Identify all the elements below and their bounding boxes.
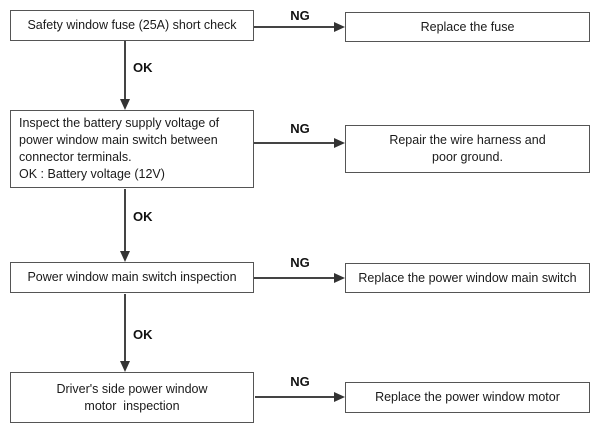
- ng-arrow-line-1: [254, 26, 335, 28]
- step-text-line: connector terminals.: [19, 150, 132, 164]
- arrow-down-icon: [120, 251, 130, 262]
- arrow-down-icon: [120, 361, 130, 372]
- step-text-line: OK : Battery voltage (12V): [19, 167, 165, 181]
- ng-label-1: NG: [290, 8, 310, 23]
- step-text-line: Inspect the battery supply voltage of: [19, 116, 220, 130]
- ng-label-2: NG: [290, 121, 310, 136]
- action-box-replace-main-switch: Replace the power window main switch: [345, 263, 590, 293]
- step-text: Safety window fuse (25A) short check: [27, 18, 237, 32]
- action-box-replace-motor: Replace the power window motor: [345, 382, 590, 413]
- step-box-battery-voltage-inspect: Inspect the battery supply voltage of po…: [10, 110, 254, 188]
- ok-arrow-line-2: [124, 189, 126, 252]
- ng-label-3: NG: [290, 255, 310, 270]
- ok-label-2: OK: [133, 209, 153, 224]
- arrow-right-icon: [334, 138, 345, 148]
- action-box-replace-fuse: Replace the fuse: [345, 12, 590, 42]
- action-text-line: poor ground.: [432, 150, 503, 164]
- step-text-line: Driver's side power window: [56, 381, 208, 396]
- ok-label-1: OK: [133, 60, 153, 75]
- step-box-motor-inspection: Driver's side power window motor inspect…: [10, 372, 254, 423]
- ok-label-3: OK: [133, 327, 153, 342]
- action-text-line: Repair the wire harness and: [389, 133, 546, 147]
- arrow-right-icon: [334, 392, 345, 402]
- ng-arrow-line-3: [254, 277, 335, 279]
- ng-label-4: NG: [290, 374, 310, 389]
- action-box-repair-wire-harness: Repair the wire harness and poor ground.: [345, 125, 590, 173]
- ng-arrow-line-4: [255, 396, 335, 398]
- ng-arrow-line-2: [254, 142, 335, 144]
- arrow-down-icon: [120, 99, 130, 110]
- action-text: Replace the power window motor: [375, 390, 560, 404]
- step-text-line: motor inspection: [84, 398, 180, 413]
- arrow-right-icon: [334, 22, 345, 32]
- step-text: Power window main switch inspection: [27, 270, 237, 284]
- ok-arrow-line-1: [124, 41, 126, 100]
- step-text-line: power window main switch between: [19, 133, 218, 147]
- ok-arrow-line-3: [124, 294, 126, 362]
- step-box-fuse-short-check: Safety window fuse (25A) short check: [10, 10, 254, 41]
- action-text: Replace the fuse: [420, 19, 515, 34]
- step-box-main-switch-inspection: Power window main switch inspection: [10, 262, 254, 293]
- action-text: Replace the power window main switch: [358, 270, 577, 285]
- arrow-right-icon: [334, 273, 345, 283]
